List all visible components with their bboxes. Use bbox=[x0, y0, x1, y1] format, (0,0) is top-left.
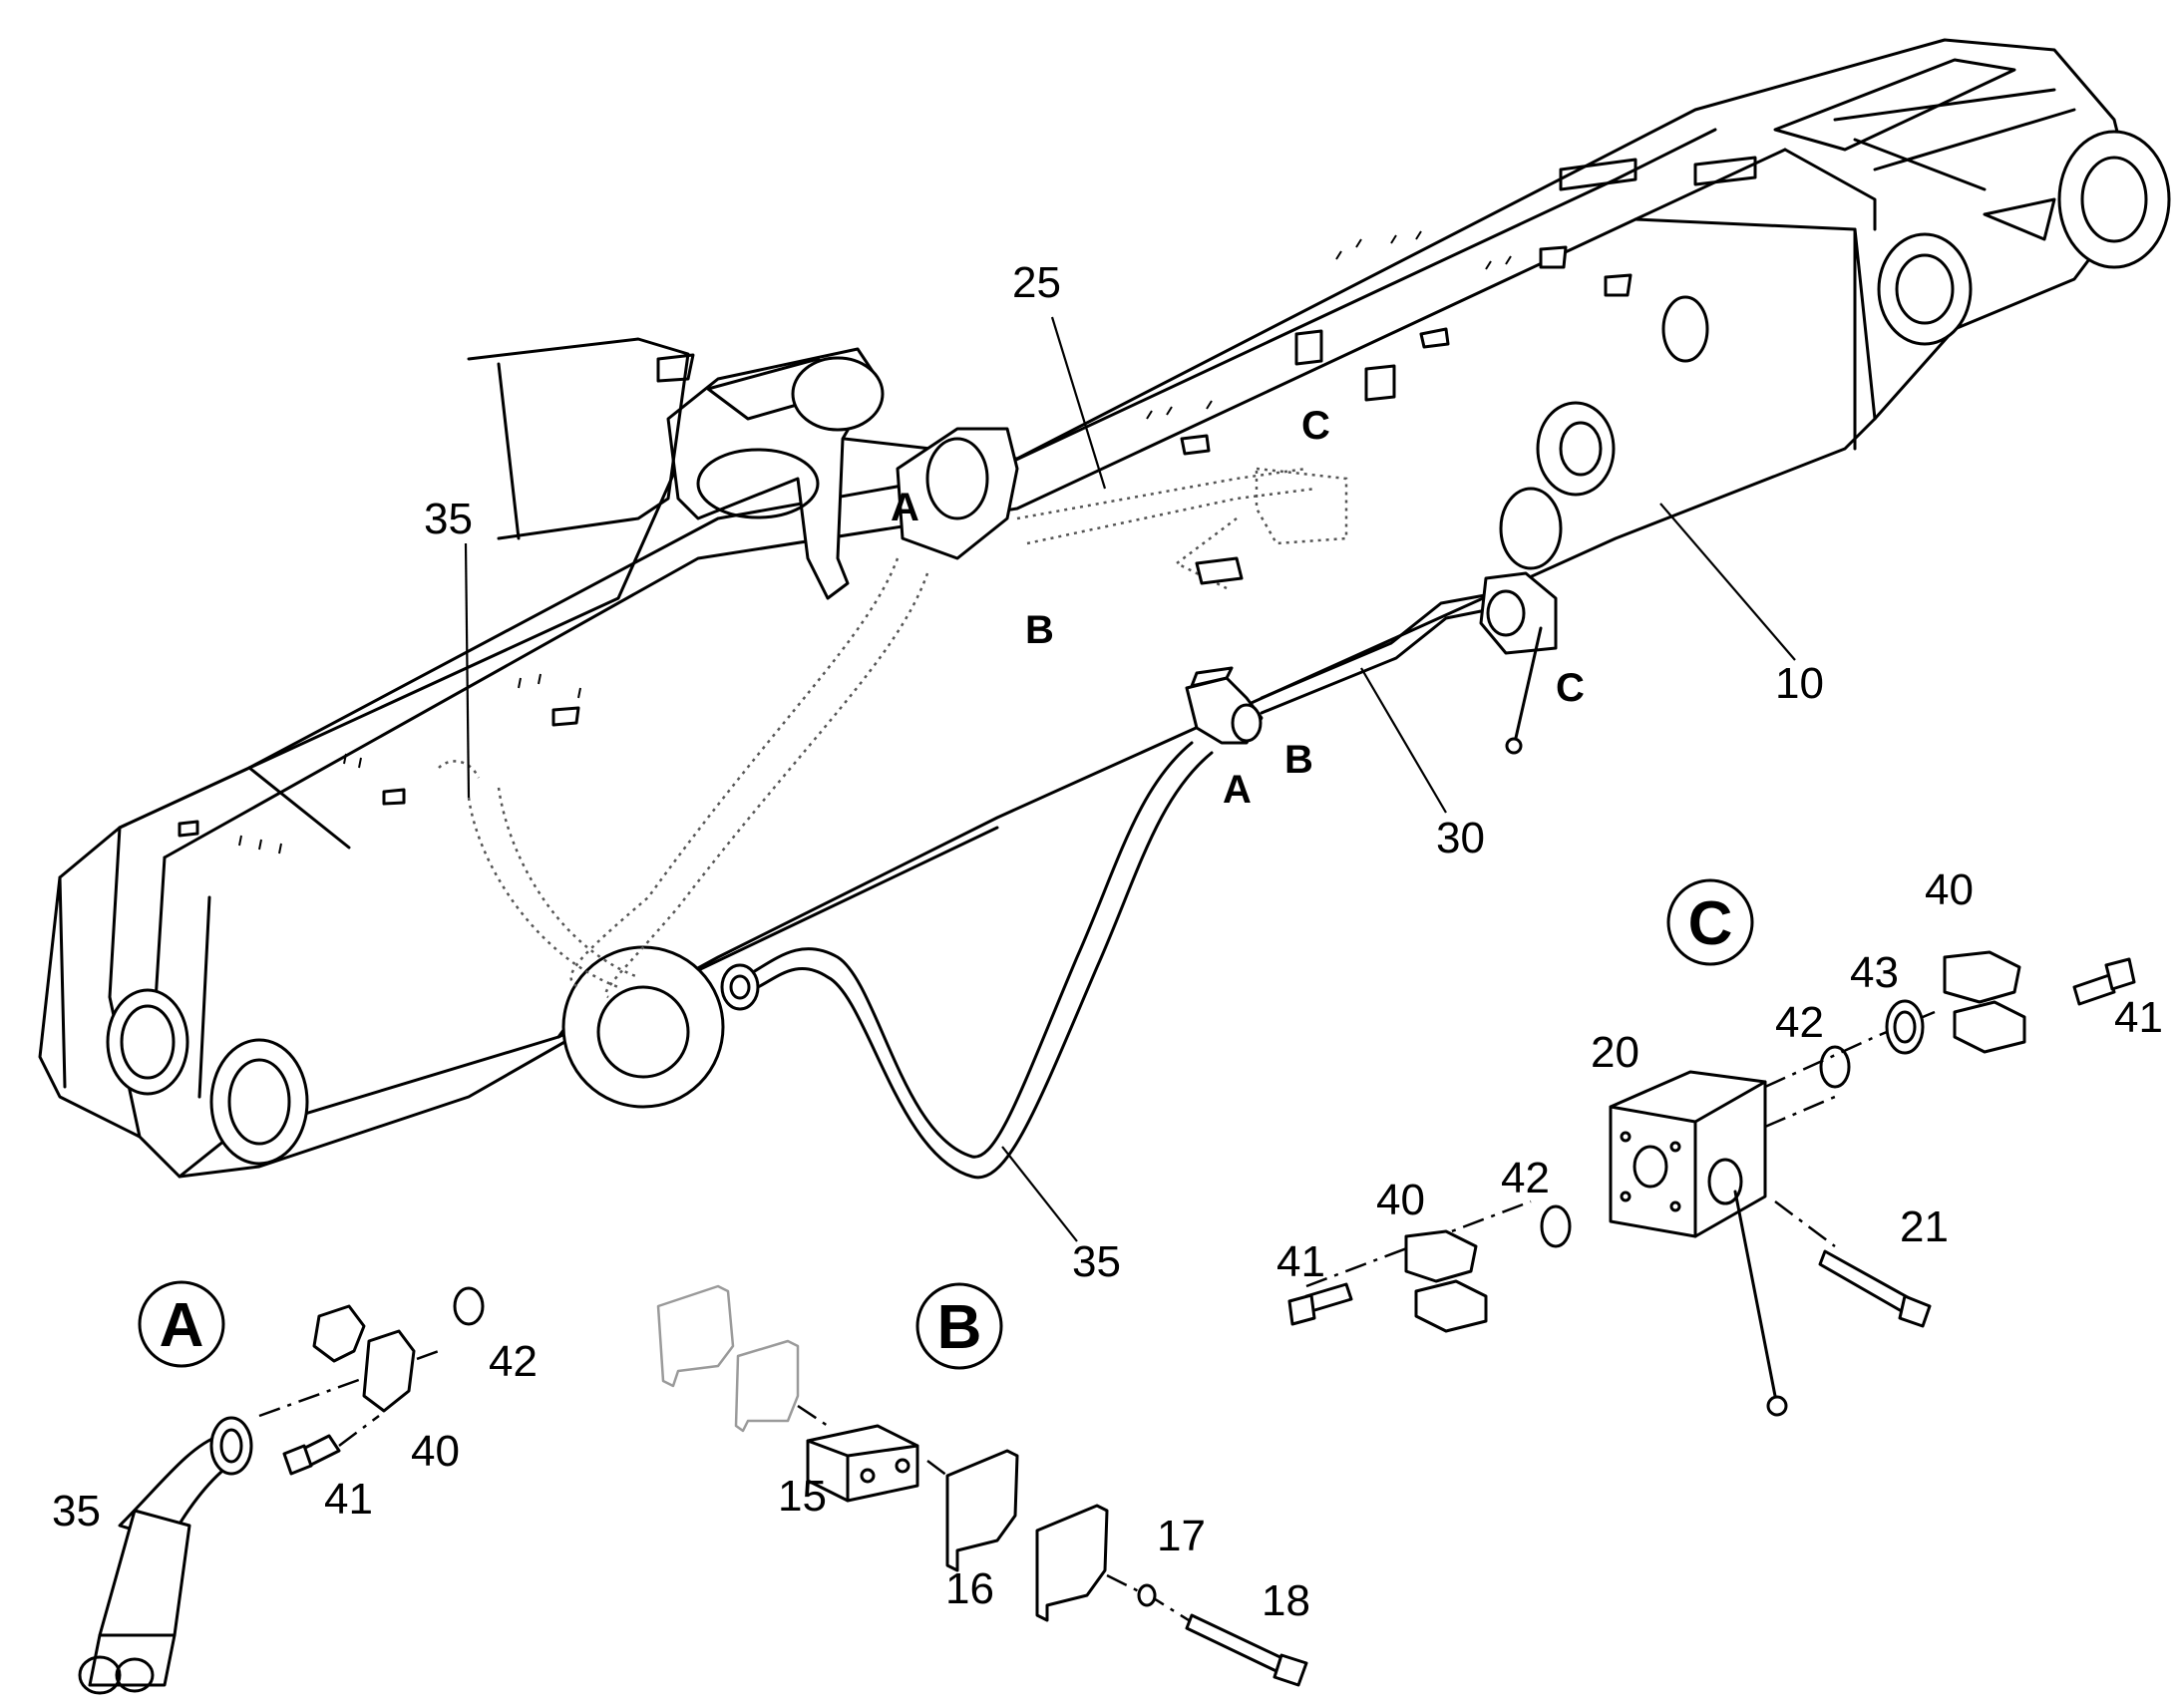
detail-a-letter: A bbox=[160, 1291, 204, 1360]
label-41-b: 41 bbox=[1276, 1237, 1325, 1286]
label-15: 15 bbox=[778, 1472, 827, 1521]
label-43: 43 bbox=[1850, 948, 1899, 997]
label-21: 21 bbox=[1900, 1202, 1949, 1251]
boom-clevis bbox=[666, 347, 1019, 600]
label-42-c: 42 bbox=[489, 1337, 538, 1386]
ref-a-top: A bbox=[891, 486, 919, 529]
reference-labels: A B C A B C bbox=[891, 404, 1585, 812]
detail-callouts: A B C bbox=[160, 889, 1733, 1362]
ref-c-top: C bbox=[1301, 404, 1330, 448]
label-42-b: 42 bbox=[1501, 1154, 1550, 1202]
label-42-a: 42 bbox=[1775, 998, 1824, 1047]
label-35-a: 35 bbox=[424, 495, 473, 543]
label-10: 10 bbox=[1775, 659, 1824, 708]
label-18: 18 bbox=[1262, 1576, 1310, 1625]
label-16: 16 bbox=[945, 1564, 994, 1613]
ref-b-top: B bbox=[1025, 608, 1054, 652]
label-41-a: 41 bbox=[2114, 993, 2163, 1042]
ref-a-hose: A bbox=[1223, 768, 1252, 812]
leader-lines bbox=[464, 316, 1796, 1242]
ref-c-valve: C bbox=[1556, 666, 1585, 710]
label-40-c: 40 bbox=[411, 1427, 460, 1476]
ref-b-hose: B bbox=[1284, 738, 1313, 782]
pipe-30 bbox=[1260, 571, 1558, 755]
label-17: 17 bbox=[1157, 1512, 1206, 1560]
label-40-a: 40 bbox=[1925, 865, 1974, 914]
detail-a-assembly bbox=[78, 1280, 485, 1695]
detail-b-circle bbox=[915, 1282, 1003, 1370]
detail-c-circle bbox=[1666, 878, 1754, 966]
detail-c-assembly bbox=[1287, 878, 2136, 1417]
top-face-fittings bbox=[178, 156, 1757, 854]
detail-b-letter: B bbox=[937, 1293, 982, 1362]
label-35-c: 35 bbox=[52, 1487, 101, 1536]
detail-b-assembly bbox=[656, 1282, 1308, 1687]
detail-c-letter: C bbox=[1688, 889, 1733, 958]
label-35-b: 35 bbox=[1072, 1237, 1121, 1286]
label-25: 25 bbox=[1012, 258, 1061, 307]
label-41-c: 41 bbox=[324, 1475, 373, 1524]
part-labels: 10 15 16 17 18 20 21 25 30 35 35 35 40 4… bbox=[52, 258, 2163, 1625]
boom-arm bbox=[38, 38, 2171, 1179]
detail-a-circle bbox=[138, 1280, 225, 1368]
label-30: 30 bbox=[1436, 814, 1485, 862]
label-40-b: 40 bbox=[1376, 1176, 1425, 1224]
hose-35 bbox=[720, 666, 1264, 1180]
label-20: 20 bbox=[1591, 1028, 1639, 1077]
